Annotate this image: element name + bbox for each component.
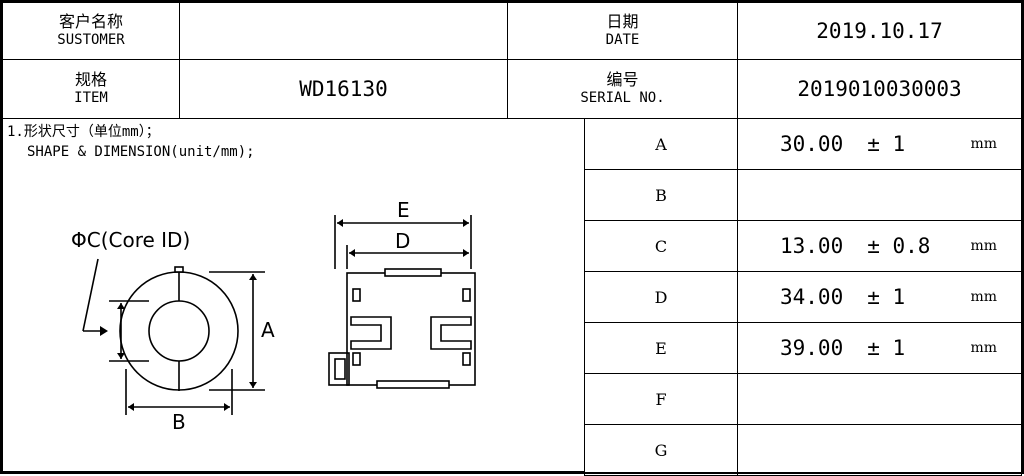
dimension-row-value-cell bbox=[737, 373, 1022, 425]
dimension-value: 39.00 bbox=[780, 336, 844, 360]
dimension-row-value-cell bbox=[737, 169, 1022, 221]
dimension-row-value-cell: 13.00 ± 0.8 mm bbox=[737, 220, 1022, 272]
dim-label-a: A bbox=[261, 318, 275, 342]
dimension-tolerance: ± 1 bbox=[867, 336, 906, 360]
dimension-drawing-cell: 1.形状尺寸（单位mm）； SHAPE & DIMENSION(unit/mm)… bbox=[2, 118, 585, 472]
dimension-row-label-b: B bbox=[584, 169, 738, 221]
dimension-row-value-cell: 34.00 ± 1 mm bbox=[737, 271, 1022, 323]
dimension-heading-cn: 1.形状尺寸（单位mm）； bbox=[7, 124, 160, 140]
dimension-row-value-cell: 39.00 ± 1 mm bbox=[737, 322, 1022, 374]
dimension-row-label-f: F bbox=[584, 373, 738, 425]
customer-value-cell bbox=[179, 2, 508, 60]
core-drawing: ΦC(Core ID) A B bbox=[71, 198, 476, 434]
dimension-row-value-cell: 30.00 ± 1 mm bbox=[737, 118, 1022, 170]
date-value: 2019.10.17 bbox=[816, 19, 943, 43]
item-value: WD16130 bbox=[299, 77, 388, 101]
dimension-tolerance: ± 1 bbox=[867, 285, 906, 309]
dimension-row-label-g: G bbox=[584, 424, 738, 476]
dimension-unit: mm bbox=[970, 136, 997, 152]
dimension-row-label-e: E bbox=[584, 322, 738, 374]
dimension-unit: mm bbox=[970, 340, 997, 356]
item-label-cn: 规格 bbox=[74, 70, 107, 90]
customer-label-en: SUSTOMER bbox=[57, 32, 125, 49]
dimension-value: 34.00 bbox=[780, 285, 844, 309]
dimension-heading-en: SHAPE & DIMENSION(unit/mm); bbox=[27, 144, 255, 160]
customer-label-cell: 客户名称 SUSTOMER bbox=[2, 2, 180, 60]
date-label-cn: 日期 bbox=[606, 12, 639, 32]
dim-label-e: E bbox=[397, 198, 410, 222]
serial-label-en: SERIAL NO. bbox=[580, 90, 665, 107]
ring-front-view bbox=[82, 258, 265, 415]
dim-label-d: D bbox=[395, 229, 410, 253]
dimension-row-value-cell bbox=[737, 424, 1022, 476]
date-label-cell: 日期 DATE bbox=[507, 2, 738, 60]
serial-label-cell: 编号 SERIAL NO. bbox=[507, 59, 738, 119]
dimension-row-label-a: A bbox=[584, 118, 738, 170]
dimension-unit: mm bbox=[970, 238, 997, 254]
core-side-view bbox=[328, 215, 476, 389]
item-value-cell: WD16130 bbox=[179, 59, 508, 119]
customer-label-cn: 客户名称 bbox=[58, 12, 123, 32]
serial-value-cell: 2019010030003 bbox=[737, 59, 1022, 119]
dimension-value: 30.00 bbox=[780, 132, 844, 156]
dimension-heading: 1.形状尺寸（单位mm）； SHAPE & DIMENSION(unit/mm)… bbox=[7, 122, 255, 162]
date-value-cell: 2019.10.17 bbox=[737, 2, 1022, 60]
dimension-tolerance: ± 0.8 bbox=[867, 234, 931, 258]
dimension-unit: mm bbox=[970, 289, 997, 305]
dim-label-b: B bbox=[172, 410, 186, 434]
dimension-row-label-c: C bbox=[584, 220, 738, 272]
date-label-en: DATE bbox=[605, 32, 640, 49]
dimension-value: 13.00 bbox=[780, 234, 844, 258]
serial-label-cn: 编号 bbox=[606, 70, 639, 90]
core-id-label: ΦC(Core ID) bbox=[71, 228, 190, 252]
serial-value: 2019010030003 bbox=[797, 77, 962, 101]
dimension-tolerance: ± 1 bbox=[867, 132, 906, 156]
item-label-cell: 规格 ITEM bbox=[2, 59, 180, 119]
dimension-row-label-d: D bbox=[584, 271, 738, 323]
item-label-en: ITEM bbox=[74, 90, 108, 107]
